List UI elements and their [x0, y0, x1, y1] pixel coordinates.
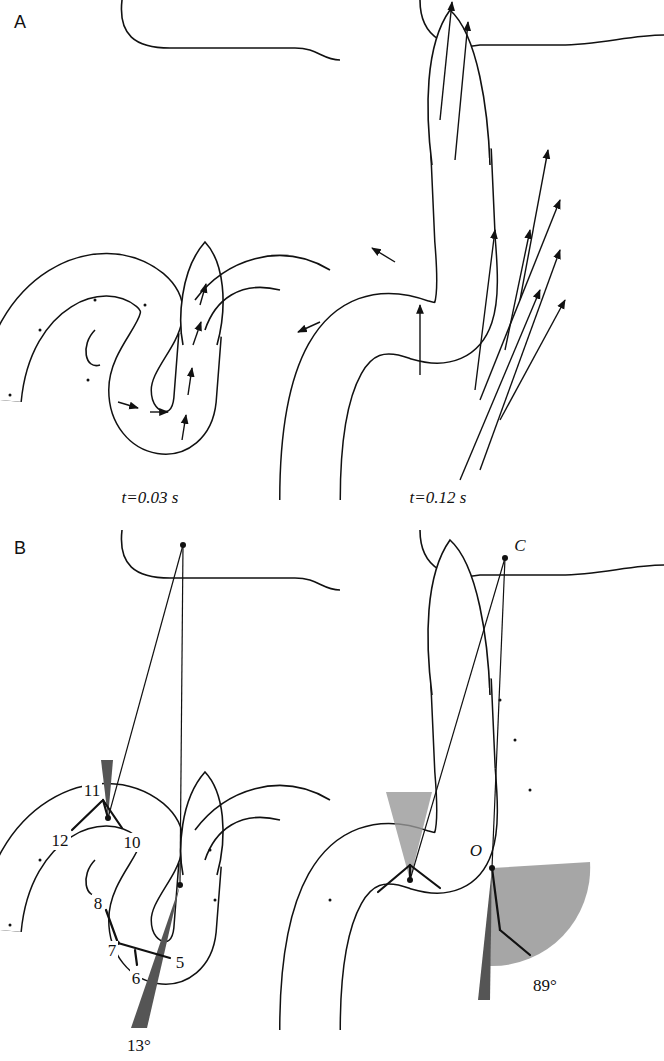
- angle-label: 89°: [531, 976, 559, 995]
- panel-letter: A: [12, 12, 28, 32]
- time-caption: t=0.12 s: [408, 488, 469, 507]
- callout-number: 12: [50, 831, 71, 850]
- point-label: O: [468, 841, 484, 860]
- callout-number: 5: [174, 953, 187, 972]
- callout-number: 11: [82, 781, 102, 800]
- angle-label: 13°: [125, 1036, 153, 1055]
- callout-number: 8: [92, 894, 105, 913]
- callout-number: 7: [106, 941, 119, 960]
- point-label: C: [512, 536, 527, 555]
- panel-letter: B: [12, 538, 28, 558]
- callout-number: 10: [122, 833, 143, 852]
- time-caption: t=0.03 s: [120, 488, 181, 507]
- callout-number: 6: [130, 969, 143, 988]
